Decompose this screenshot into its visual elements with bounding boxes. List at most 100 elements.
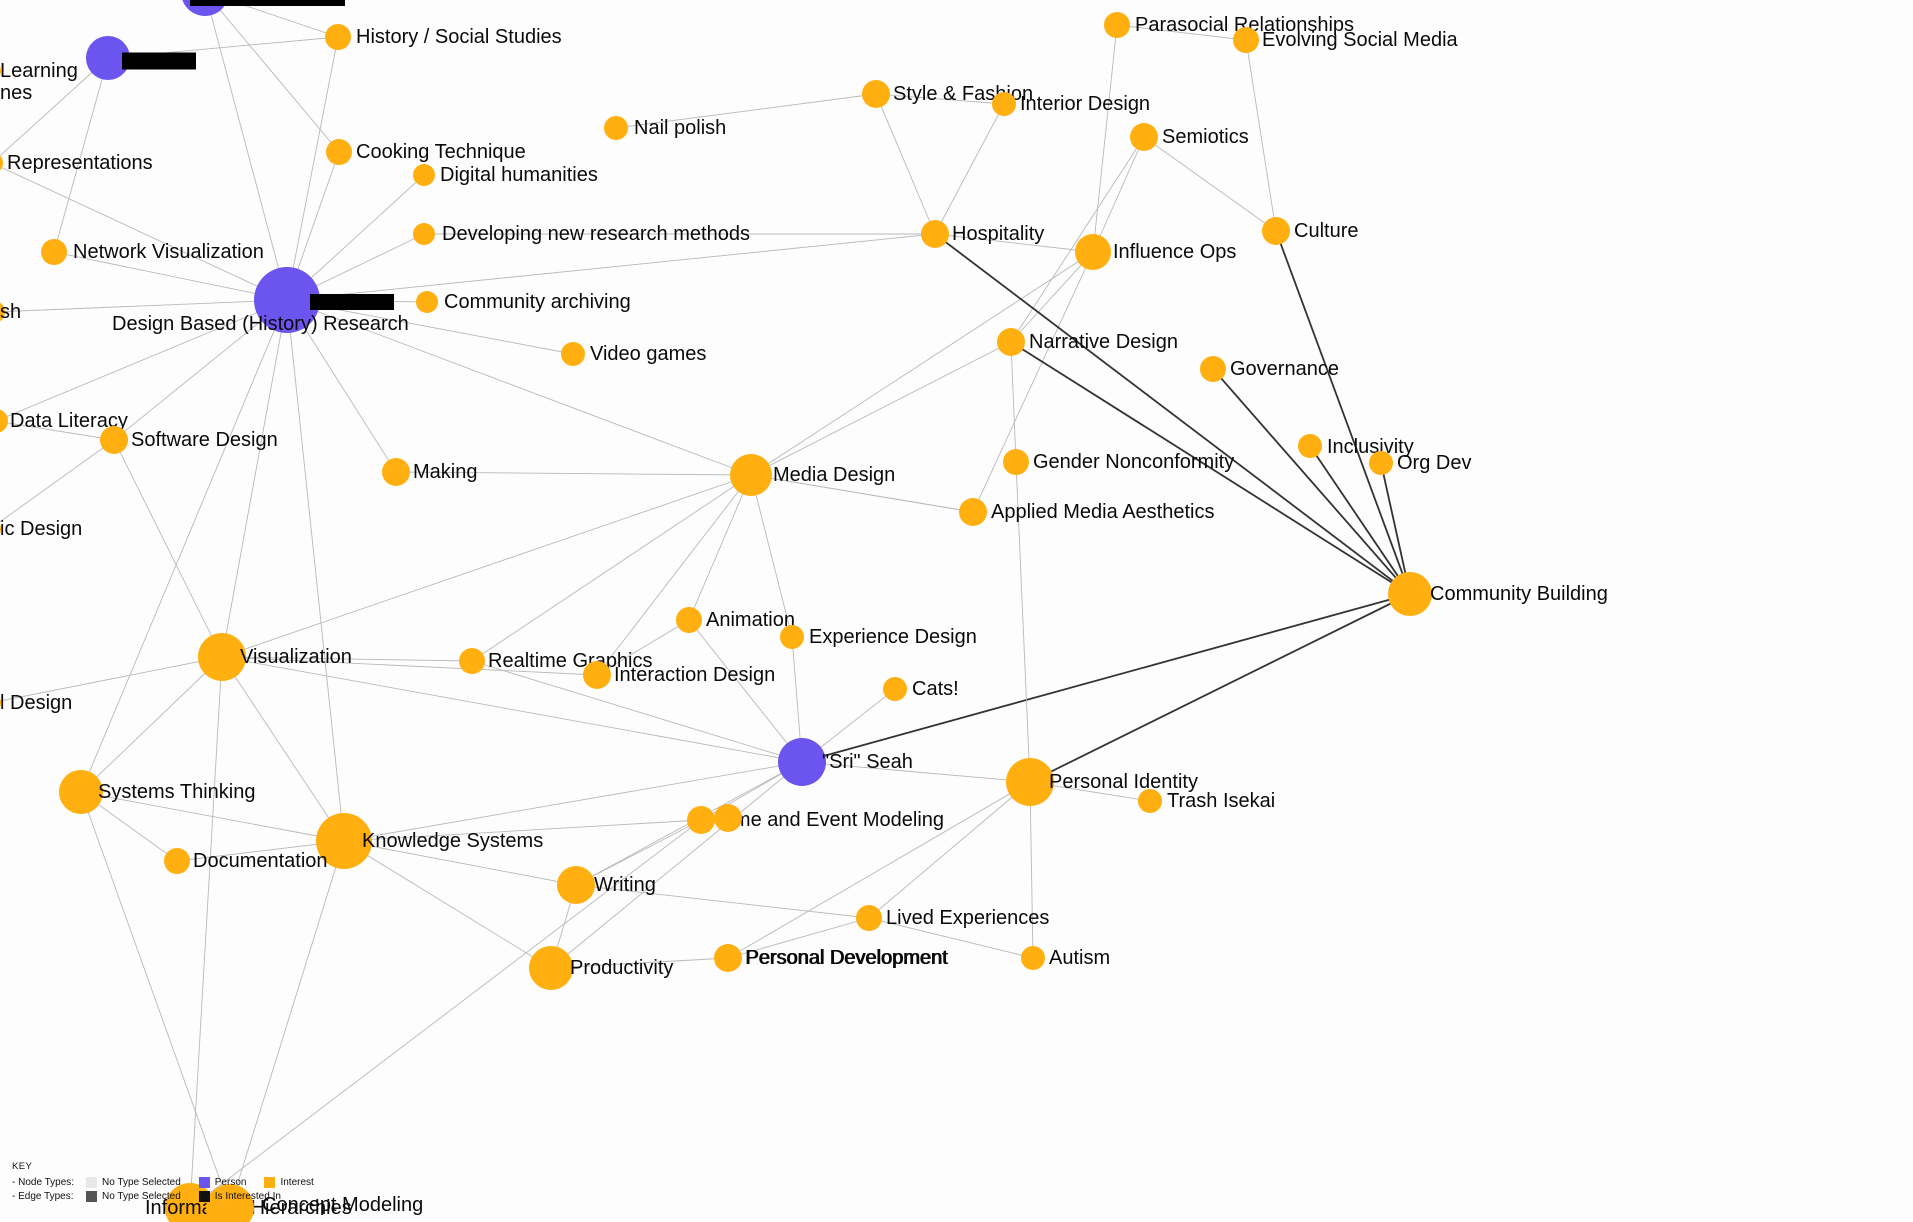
key-item[interactable]: No Type Selected — [86, 1176, 181, 1191]
graph-node-governance[interactable] — [1200, 356, 1226, 382]
graph-node-cut_sh[interactable] — [0, 301, 5, 323]
graph-node-inclusivity[interactable] — [1298, 434, 1322, 458]
graph-node-trash_isekai[interactable] — [1138, 789, 1162, 813]
graph-node-realtime_graphics[interactable] — [459, 648, 485, 674]
graph-node-interior_design[interactable] — [992, 92, 1016, 116]
graph-node-narrative_design[interactable] — [997, 328, 1025, 356]
graph-node-media_design[interactable] — [730, 454, 772, 496]
graph-node-label: Animation — [706, 609, 795, 631]
graph-node-community_building[interactable] — [1388, 572, 1432, 616]
key-item[interactable]: Person — [198, 1176, 247, 1191]
graph-node-sri_seah[interactable] — [778, 738, 826, 786]
graph-node-label: Governance — [1230, 358, 1339, 380]
key-item[interactable]: Interest — [264, 1176, 314, 1191]
key-item-label: No Type Selected — [102, 1190, 181, 1202]
graph-node-label: Gender Nonconformity — [1033, 451, 1235, 473]
graph-node-label: Experience Design — [809, 626, 977, 648]
graph-node-systems_thinking[interactable] — [59, 770, 103, 814]
graph-node-label: Evolving Social Media — [1262, 29, 1458, 51]
graph-node-label: Systems Thinking — [98, 781, 256, 803]
key-item-label: Person — [214, 1176, 247, 1188]
graph-node-label: Representations — [7, 152, 153, 174]
key-rows: - Node Types: No Type Selected Person Inter… — [12, 1176, 332, 1204]
graph-node-label: Interaction Design — [614, 664, 776, 686]
graph-node-label: Interior Design — [1020, 93, 1151, 115]
graph-node-label: Cooking Technique — [356, 141, 526, 163]
graph-node-label: Cats! — [912, 678, 959, 700]
graph-node-cut_ic_design[interactable] — [0, 518, 1, 540]
graph-node-applied_media_aesthetics[interactable] — [959, 498, 987, 526]
graph-node-cut_l_design[interactable] — [0, 692, 1, 714]
graph-node-cut_representations[interactable] — [0, 152, 3, 174]
graph-node-autism[interactable] — [1021, 946, 1045, 970]
graph-node-label: Developing new research methods — [442, 223, 750, 245]
graph-node-label: Video games — [590, 343, 707, 365]
graph-node-label: Documentation — [193, 850, 328, 872]
graph-node-cut_learning_games[interactable] — [0, 60, 1, 82]
graph-node-label: Influence Ops — [1113, 241, 1237, 263]
graph-node-evolving_social_media[interactable] — [1233, 27, 1259, 53]
graph-node-knowledge_systems[interactable] — [316, 813, 372, 869]
graph-node-personal_identity[interactable] — [1006, 758, 1054, 806]
graph-node-label: Lived Experiences — [886, 907, 1050, 929]
graph-node-label: Visualization — [240, 646, 352, 668]
key-item-label: Interest — [280, 1176, 314, 1188]
graph-node-culture[interactable] — [1262, 217, 1290, 245]
graph-node-influence_ops[interactable] — [1075, 234, 1111, 270]
graph-node-time_and_event_modeling[interactable] — [687, 806, 715, 834]
graph-node-digital_humanities[interactable] — [413, 164, 435, 186]
graph-node-label: Trash Isekai — [1167, 790, 1276, 812]
key-row: - Node Types: No Type Selected Person Inter… — [12, 1176, 332, 1190]
graph-node-concept_modeling[interactable] — [206, 1184, 254, 1222]
graph-node-data_literacy[interactable] — [0, 409, 8, 433]
graph-node-parasocial_relationships[interactable] — [1104, 12, 1130, 38]
key-item-label: Is Interested In — [214, 1190, 281, 1202]
graph-node-label: Learning — [0, 60, 78, 82]
graph-node-documentation[interactable] — [164, 848, 190, 874]
graph-node-label: Network Visualization — [73, 241, 264, 263]
graph-node-label: Nail polish — [634, 117, 727, 139]
graph-node-org_dev[interactable] — [1369, 451, 1393, 475]
graph-node-label: History / Social Studies — [356, 26, 562, 48]
graph-node-nail_polish[interactable] — [604, 116, 628, 140]
graph-node-label: Semiotics — [1162, 126, 1249, 148]
graph-node-community_archiving[interactable] — [416, 291, 438, 313]
graph-node-hospitality[interactable] — [921, 220, 949, 248]
graph-node-productivity[interactable] — [529, 946, 573, 990]
graph-node-personal_development[interactable] — [714, 804, 742, 832]
graph-node-label: Realtime Graphics — [488, 650, 653, 672]
graph-node-making[interactable] — [382, 458, 410, 486]
graph-node-history_social_studies[interactable] — [325, 24, 351, 50]
graph-node-software_design[interactable] — [100, 426, 128, 454]
graph-node-gender_nonconformity[interactable] — [1003, 449, 1029, 475]
graph-node-cats[interactable] — [883, 677, 907, 701]
key-row-label: - Node Types: — [12, 1176, 75, 1188]
graph-node-label: Community Building — [1430, 583, 1608, 605]
graph-node-personal_development_node[interactable] — [714, 944, 742, 972]
graph-node-visualization[interactable] — [198, 633, 246, 681]
graph-node-interaction_design[interactable] — [583, 661, 611, 689]
graph-node-experience_design[interactable] — [780, 625, 804, 649]
key-item[interactable]: Is Interested In — [198, 1190, 281, 1205]
graph-node-network_visualization[interactable] — [41, 239, 67, 265]
graph-node-label: Making — [413, 461, 478, 483]
graph-node-label: Writing — [594, 874, 656, 896]
graph-node-video_games[interactable] — [561, 342, 585, 366]
graph-node-animation[interactable] — [676, 607, 702, 633]
graph-node-label: Culture — [1294, 220, 1359, 242]
graph-node-style_fashion[interactable] — [862, 80, 890, 108]
graph-node-developing_new_research_methods[interactable] — [413, 223, 435, 245]
graph-node-writing[interactable] — [557, 866, 595, 904]
graph-node-label: nes — [0, 82, 33, 104]
graph-node-label: "Sri" Seah — [822, 751, 913, 773]
graph-node-design_based_history_research[interactable] — [254, 267, 320, 333]
graph-node-label: Knowledge Systems — [362, 830, 544, 852]
graph-node-semiotics[interactable] — [1130, 123, 1158, 151]
graph-node-label: Inclusivity — [1327, 436, 1414, 458]
graph-node-cooking_technique[interactable] — [326, 139, 352, 165]
key-item[interactable]: No Type Selected — [86, 1190, 181, 1205]
graph-node-lived_experiences[interactable] — [856, 905, 882, 931]
